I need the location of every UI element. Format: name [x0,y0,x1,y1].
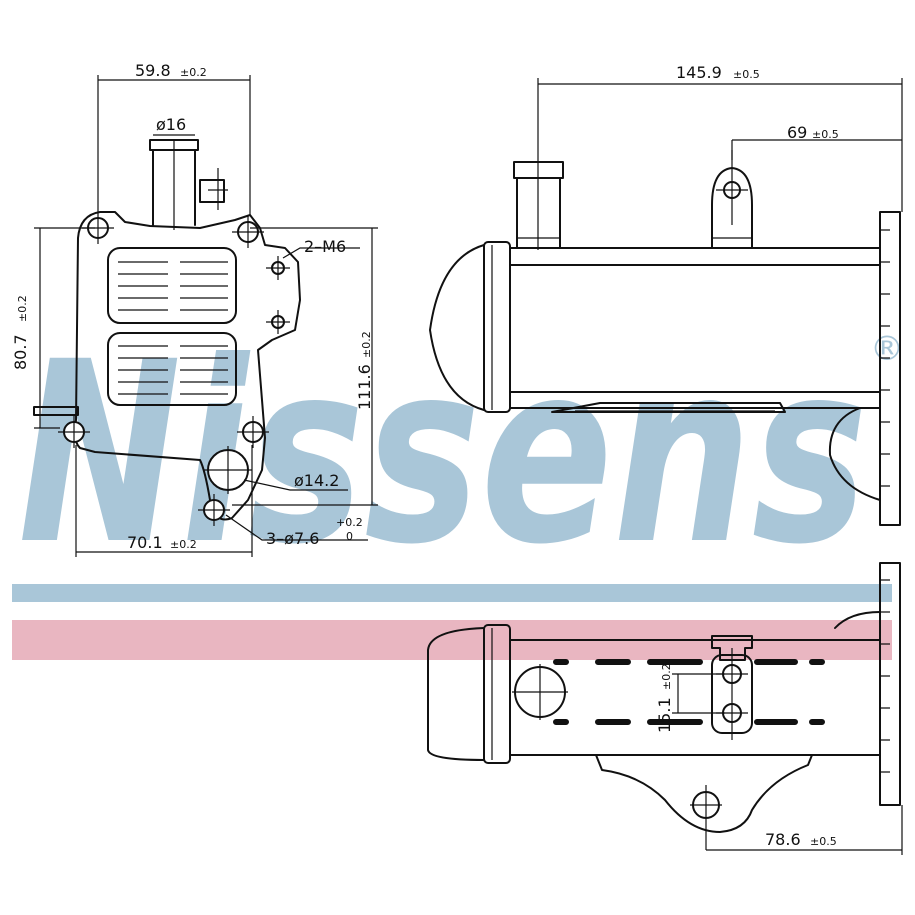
side-view [429,150,901,526]
dim-holes-tol-upper: +0.2 [336,516,363,529]
dim-overall-length-tol: ±0.5 [733,68,760,81]
side-dimensions: 145.9 ±0.5 69 ±0.5 [537,63,903,212]
watermark-registered: ® [870,329,904,369]
watermark: Nissens ® [12,308,904,660]
dim-left-height-tol: ±0.2 [16,295,29,322]
dim-hole-dia: ø14.2 [294,471,339,490]
dim-hole-spacing-tol: ±0.2 [660,663,673,690]
dim-hole-spacing: 15.1 [655,697,674,733]
dim-thread: 2–M6 [304,237,346,256]
top-dimensions: 15.1 ±0.2 78.6 ±0.5 [655,663,903,855]
watermark-brand: Nissens [18,308,868,599]
dim-bracket-pos-tol: ±0.5 [812,128,839,141]
dim-bottom-length-tol: ±0.5 [810,835,837,848]
front-dimensions: 59.8 ±0.2 ø16 2–M6 80.7 ±0.2 111.6 ±0.2 … [11,61,378,557]
dim-top-width: 59.8 [135,61,171,80]
dim-right-height-tol: ±0.2 [360,331,373,358]
dim-holes: 3–ø7.6 [266,529,319,548]
dim-top-width-tol: ±0.2 [180,66,207,79]
dim-holes-tol-lower: 0 [346,530,353,543]
dim-right-height: 111.6 [355,364,374,410]
dim-bracket-pos: 69 [787,123,807,142]
front-view [33,139,301,526]
watermark-band-blue [12,584,892,602]
dim-overall-length: 145.9 [676,63,722,82]
dim-bottom-width: 70.1 [127,533,163,552]
dim-left-height: 80.7 [11,334,30,370]
dim-bottom-length: 78.6 [765,830,801,849]
dim-bottom-width-tol: ±0.2 [170,538,197,551]
dim-pipe-dia: ø16 [156,115,186,134]
